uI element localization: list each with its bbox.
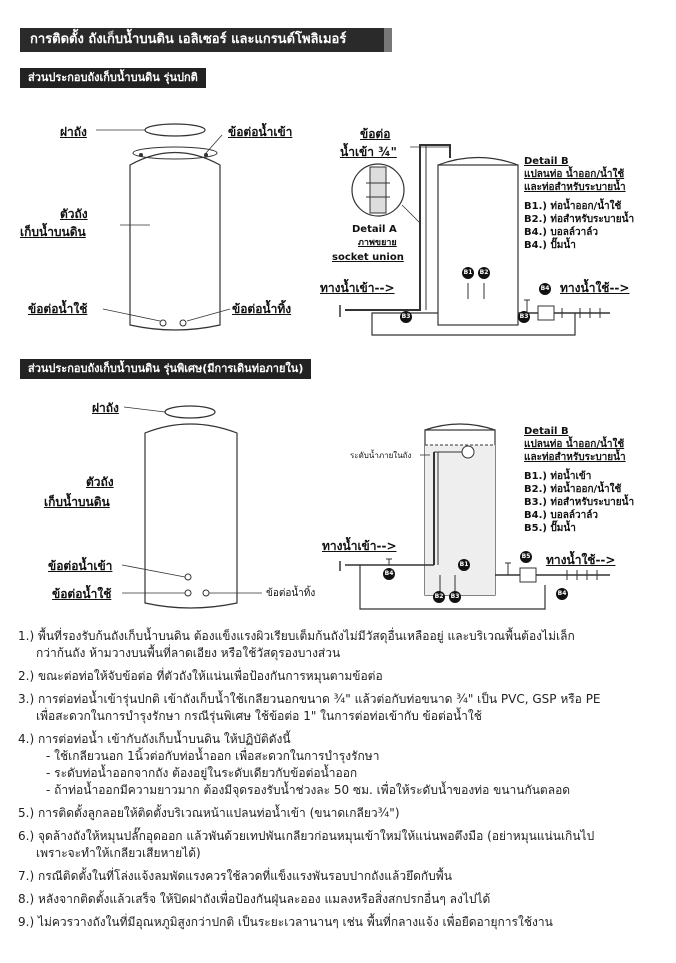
- detailB-std-title: Detail B: [524, 156, 569, 167]
- detailB-special: Detail B แปลนท่อ น้ำออก/น้ำใช้ และท่อสำห…: [524, 425, 634, 535]
- detailB-special-line1: แปลนท่อ น้ำออก/น้ำใช้: [524, 439, 625, 450]
- page-title: การติดตั้ง ถังเก็บน้ำบนดิน เอลิเซอร์ และ…: [20, 28, 392, 52]
- detailB-special-line2: และท่อสำหรับระบายน้ำ: [524, 452, 626, 463]
- label-inlet: ข้อต่อน้ำเข้า: [228, 125, 293, 139]
- label-inlet-size-2: น้ำเข้า ¾": [340, 145, 397, 159]
- note-3: 3.) การต่อท่อน้ำเข้ารุ่นปกติ เข้าถังเก็บ…: [18, 692, 601, 723]
- badge-b5-special: B5: [520, 551, 532, 563]
- note-1: 1.) พื้นที่รองรับก้นถังเก็บน้ำบนดิน ต้อง…: [18, 629, 575, 660]
- detailB-special-item: B3.) ท่อสำหรับระบายน้ำ: [524, 497, 635, 508]
- section1-title: ส่วนประกอบถังเก็บน้ำบนดิน รุ่นปกติ: [20, 68, 206, 88]
- label-body: ตัวถัง: [60, 207, 88, 221]
- label-water-out: ทางน้ำใช้-->: [560, 281, 630, 295]
- label-body-special: ตัวถัง: [86, 475, 114, 489]
- detailB-std-item: B1.) ท่อน้ำออก/น้ำใช้: [524, 201, 622, 212]
- note-4: 4.) การต่อท่อน้ำ เข้ากับถังเก็บน้ำบนดิน …: [18, 732, 571, 797]
- label-drain-special: ข้อต่อน้ำทิ้ง: [266, 588, 316, 599]
- badge-b3: B3: [400, 311, 412, 323]
- label-lid-special: ฝาถัง: [92, 401, 119, 415]
- badge-b3-special: B3: [449, 591, 461, 603]
- label-body2: เก็บน้ำบนดิน: [20, 225, 86, 239]
- detailB-std-item: B2.) ท่อสำหรับระบายน้ำ: [524, 214, 635, 225]
- section2-title: ส่วนประกอบถังเก็บน้ำบนดิน รุ่นพิเศษ(มีกา…: [20, 359, 312, 379]
- diagram-standard: ฝาถัง ข้อต่อน้ำเข้า ตัวถัง เก็บน้ำบนดิน …: [0, 95, 676, 345]
- label-inlet-size-1: ข้อต่อ: [360, 127, 391, 141]
- diagram-standard-drawing: [96, 123, 610, 336]
- detailA-desc: socket union: [332, 252, 404, 263]
- badge-b3: B3: [518, 311, 530, 323]
- badge-b4b-special: B4: [556, 588, 568, 600]
- note-5: 5.) การติดตั้งลูกลอยให้ติดตั้งบริเวณหน้า…: [18, 806, 400, 820]
- label-body2-special: เก็บน้ำบนดิน: [44, 495, 110, 509]
- label-drain: ข้อต่อน้ำทิ้ง: [232, 302, 292, 316]
- label-water-in: ทางน้ำเข้า-->: [320, 281, 395, 295]
- detailA-sub: ภาพขยาย: [358, 238, 397, 248]
- label-lid: ฝาถัง: [60, 125, 87, 139]
- detailB-std: Detail B แปลนท่อ น้ำออก/น้ำใช้ และท่อสำห…: [524, 155, 634, 252]
- label-water-out-special: ทางน้ำใช้-->: [546, 553, 616, 567]
- note-2: 2.) ขณะต่อท่อให้จับข้อต่อ ที่ตัวถังให้แน…: [18, 669, 383, 683]
- detailB-special-item: B1.) ท่อน้ำเข้า: [524, 471, 592, 482]
- badge-b2-special: B2: [433, 591, 445, 603]
- badge-b4: B4: [539, 283, 551, 295]
- detailB-special-title: Detail B: [524, 426, 569, 437]
- detailB-std-item: B4.) บอลล์วาล์ว: [524, 227, 599, 238]
- detailB-special-item: B5.) ปั๊มน้ำ: [524, 523, 576, 534]
- detailB-std-line2: และท่อสำหรับระบายน้ำ: [524, 182, 626, 193]
- badge-b2: B2: [478, 267, 490, 279]
- detailB-std-item: B4.) ปั๊มน้ำ: [524, 240, 576, 251]
- installation-notes: 1.) พื้นที่รองรับก้นถังเก็บน้ำบนดิน ต้อง…: [18, 628, 663, 937]
- label-water-level: ระดับน้ำภายในถัง: [350, 451, 412, 460]
- label-inlet-special: ข้อต่อน้ำเข้า: [48, 559, 113, 573]
- label-outlet: ข้อต่อน้ำใช้: [28, 302, 88, 316]
- detailB-std-line1: แปลนท่อ น้ำออก/น้ำใช้: [524, 169, 625, 180]
- label-water-in-special: ทางน้ำเข้า-->: [322, 539, 397, 553]
- note-7: 7.) กรณีติดตั้งในที่โล่งแจ้งลมพัดแรงควรใ…: [18, 869, 452, 883]
- detailB-special-item: B4.) บอลล์วาล์ว: [524, 510, 599, 521]
- detailB-special-item: B2.) ท่อน้ำออก/น้ำใช้: [524, 484, 622, 495]
- title-accent: [384, 28, 392, 52]
- badge-b4-special: B4: [383, 568, 395, 580]
- badge-b1-special: B1: [458, 559, 470, 571]
- label-outlet-special: ข้อต่อน้ำใช้: [52, 587, 112, 601]
- note-9: 9.) ไม่ควรวางถังในที่มีอุณหภูมิสูงกว่าปก…: [18, 915, 553, 929]
- diagram-special: ฝาถัง ตัวถัง เก็บน้ำบนดิน ข้อต่อน้ำเข้า …: [0, 385, 676, 620]
- badge-b1: B1: [462, 267, 474, 279]
- detailA-title: Detail A: [352, 224, 397, 235]
- note-6: 6.) จุดล้างถังให้หมุนปลั๊กอุดออก แล้วพัน…: [18, 829, 595, 860]
- note-8: 8.) หลังจากติดตั้งแล้วเสร็จ ให้ปิดฝาถังเ…: [18, 892, 491, 906]
